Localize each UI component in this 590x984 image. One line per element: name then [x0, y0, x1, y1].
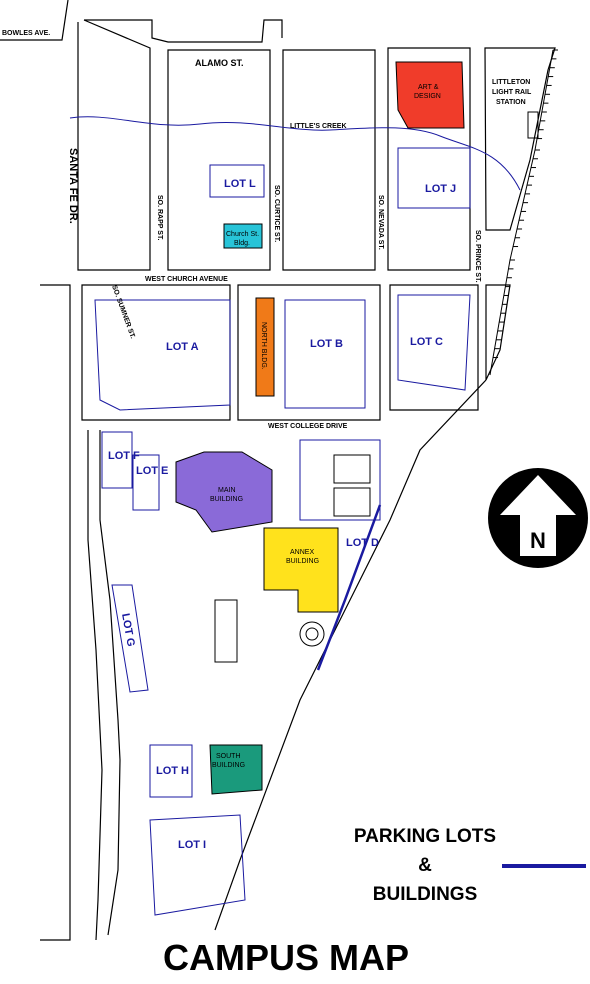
legend-line3: BUILDINGS	[373, 884, 478, 905]
south-label-2: BUILDING	[212, 762, 245, 769]
legend-line2: &	[418, 855, 432, 876]
misc-structures	[214, 111, 539, 663]
lot-h-label[interactable]: LOT H	[156, 765, 189, 777]
north-compass: N	[488, 468, 588, 568]
campus-boundary	[316, 504, 382, 671]
lot-l-outline	[209, 164, 265, 198]
lot-l-label[interactable]: LOT L	[224, 178, 256, 190]
street-curtice: SO. CURTICE ST.	[273, 185, 280, 242]
lot-h-outline	[149, 744, 193, 798]
light-rail-line1: LITTLETON	[492, 79, 530, 86]
light-rail-line2: LIGHT RAIL	[492, 89, 532, 96]
street-santa-fe: SANTA FE DR.	[67, 148, 79, 224]
street-littles-creek: LITTLE'S CREEK	[290, 123, 347, 130]
north-label: NORTH BLDG.	[260, 322, 267, 370]
annex-label-1: ANNEX	[290, 549, 314, 556]
lot-c-outline	[397, 294, 471, 391]
street-nevada: SO. NEVADA ST.	[377, 195, 384, 250]
lot-g-label[interactable]: LOT G	[119, 612, 137, 647]
church-st-building[interactable]	[223, 223, 263, 249]
lot-g-outline	[111, 584, 149, 693]
legend-line1: PARKING LOTS	[354, 826, 496, 847]
street-college-drive: WEST COLLEGE DRIVE	[268, 423, 348, 430]
lot-d-outline	[299, 439, 381, 521]
lot-b-outline	[284, 299, 366, 409]
lot-a-label[interactable]: LOT A	[166, 341, 199, 353]
church-label-1: Church St.	[226, 231, 259, 238]
street-alamo: ALAMO ST.	[195, 58, 244, 68]
annex-label-2: BUILDING	[286, 558, 319, 565]
legend: PARKING LOTS & BUILDINGS	[354, 826, 586, 905]
lot-f-outline	[101, 431, 133, 489]
lot-j-label[interactable]: LOT J	[425, 183, 456, 195]
street-rapp: SO. RAPP ST.	[156, 195, 163, 240]
street-grid	[0, 0, 556, 941]
main-label-1: MAIN	[218, 487, 236, 494]
parking-lot-outlines	[94, 147, 471, 916]
south-label-1: SOUTH	[216, 753, 241, 760]
street-church-ave: WEST CHURCH AVENUE	[145, 276, 228, 283]
church-label-2: Bldg.	[234, 240, 250, 247]
lot-d-label[interactable]: LOT D	[346, 537, 379, 549]
map-title: CAMPUS MAP	[163, 937, 409, 978]
littles-creek	[69, 116, 521, 191]
lot-j-outline	[397, 147, 471, 209]
street-prince: SO. PRINCE ST.	[474, 230, 481, 283]
lot-i-label[interactable]: LOT I	[178, 839, 206, 851]
compass-label: N	[530, 528, 546, 553]
lot-i-outline	[149, 814, 246, 916]
lot-a-outline	[94, 299, 231, 411]
railroad-track	[489, 49, 558, 376]
lot-e-label[interactable]: LOT E	[136, 465, 168, 477]
north-building[interactable]	[255, 297, 275, 397]
art-label-1: ART &	[418, 84, 439, 91]
street-bowles: BOWLES AVE.	[2, 30, 50, 37]
lot-e-outline	[132, 454, 160, 511]
south-building[interactable]	[209, 744, 263, 795]
lot-c-label[interactable]: LOT C	[410, 336, 443, 348]
lot-f-label[interactable]: LOT F	[108, 450, 140, 462]
art-label-2: DESIGN	[414, 93, 441, 100]
art-design-building[interactable]	[395, 61, 465, 129]
main-label-2: BUILDING	[210, 496, 243, 503]
street-sumner: SO. SUMNER ST.	[110, 284, 136, 339]
main-building[interactable]	[175, 451, 273, 533]
light-rail-line3: STATION	[496, 99, 526, 106]
annex-building[interactable]	[263, 527, 339, 613]
lot-b-label[interactable]: LOT B	[310, 338, 343, 350]
